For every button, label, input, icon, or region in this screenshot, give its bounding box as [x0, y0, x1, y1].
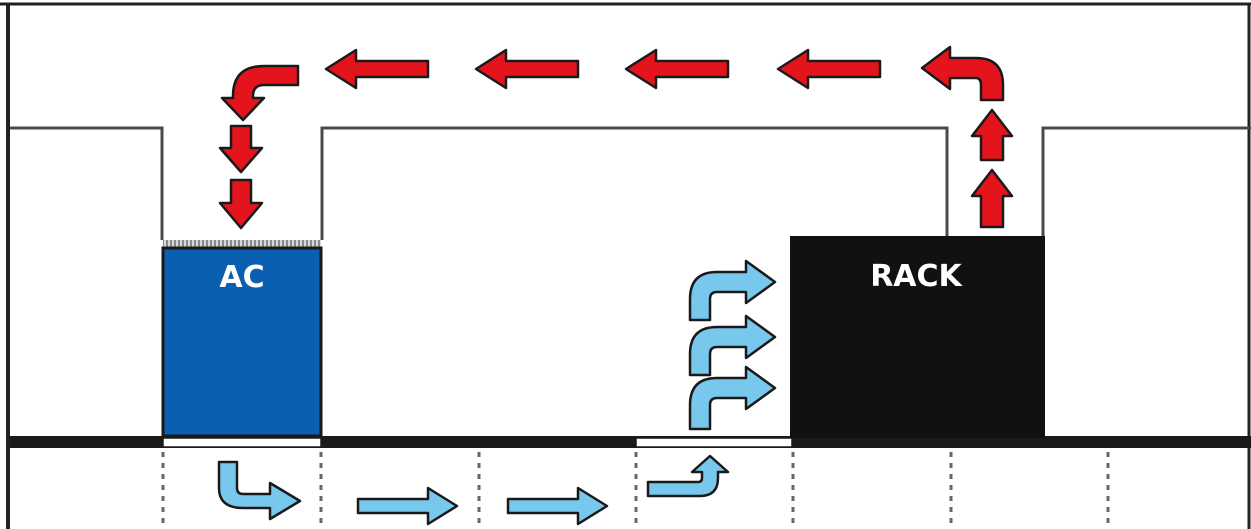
room-outline [10, 126, 1251, 240]
red-airflow-arrow-icon [776, 48, 882, 90]
floor-tile-lines [161, 452, 1110, 529]
cold-air-path [217, 259, 777, 526]
red-airflow-arrow-icon [474, 48, 580, 90]
red-airflow-arrow-icon [920, 45, 1005, 102]
red-airflow-arrow-icon [970, 168, 1014, 229]
ac-label: AC [219, 260, 264, 295]
raised-floor [10, 436, 1251, 448]
rack-unit: RACK [790, 236, 1045, 438]
ac-body [161, 246, 323, 438]
blue-airflow-arrow-icon [356, 486, 459, 526]
red-airflow-arrow-icon [218, 178, 264, 230]
red-airflow-arrow-icon [324, 48, 430, 90]
red-airflow-arrow-icon [218, 124, 264, 174]
rack-label: RACK [870, 259, 963, 294]
ac-unit: AC [161, 240, 323, 438]
blue-airflow-arrow-icon [217, 460, 302, 521]
blue-airflow-arrow-icon [506, 486, 609, 526]
ac-grille [163, 240, 321, 248]
red-airflow-arrow-icon [220, 64, 300, 122]
red-airflow-arrow-icon [970, 108, 1014, 162]
blue-airflow-arrow-icon [688, 314, 777, 377]
hot-air-path [218, 45, 1014, 230]
blue-airflow-arrow-icon [646, 454, 730, 498]
blue-airflow-arrow-icon [688, 259, 777, 322]
red-airflow-arrow-icon [624, 48, 730, 90]
blue-airflow-arrow-icon [688, 365, 777, 431]
rack-body [790, 236, 1045, 438]
